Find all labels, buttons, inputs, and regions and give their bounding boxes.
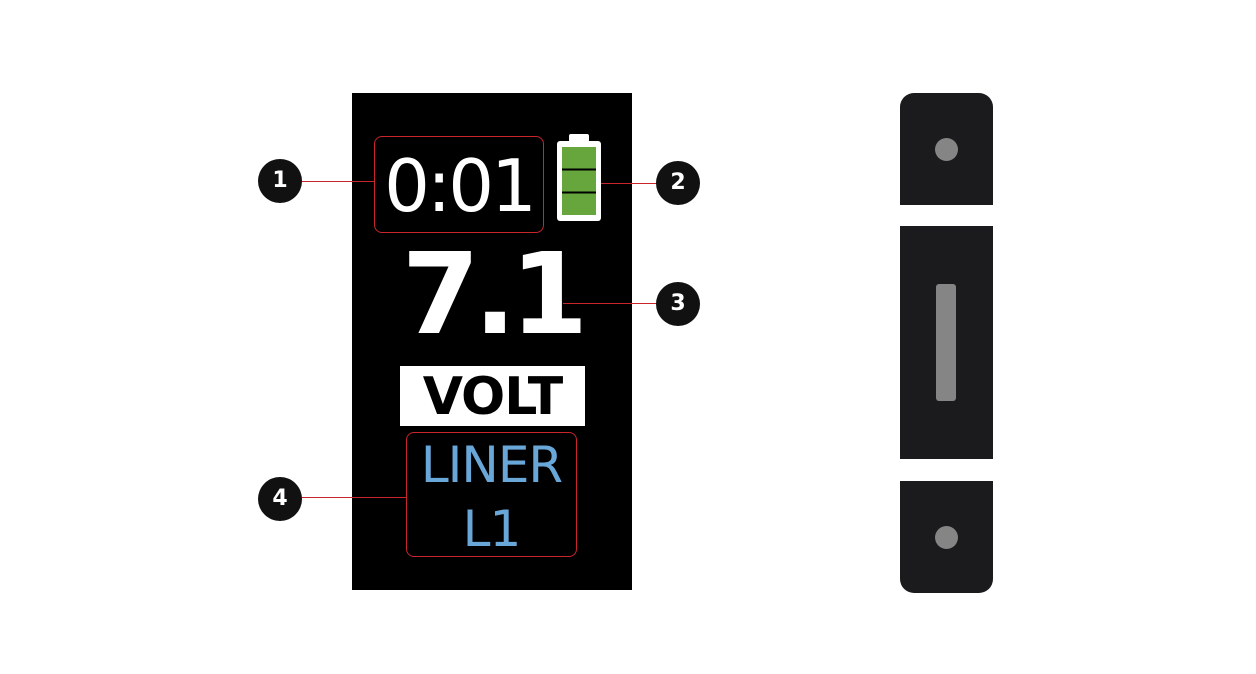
callout-3-leader <box>563 303 658 304</box>
callout-2-marker: 2 <box>656 161 700 205</box>
callout-1-marker: 1 <box>258 159 302 203</box>
callout-3-marker: 3 <box>656 282 700 326</box>
callout-4-marker: 4 <box>258 477 302 521</box>
top-button-dot <box>935 138 958 161</box>
mode-code: L1 <box>462 500 522 558</box>
callout-2-leader <box>601 183 658 184</box>
unit-label: VOLT <box>422 367 564 427</box>
battery-icon <box>557 134 601 221</box>
center-button-slot <box>936 284 956 401</box>
mode-name: LINER <box>420 436 563 494</box>
unit-badge <box>400 366 585 426</box>
timer-readout: 0:01 <box>384 144 537 228</box>
callout-4-leader <box>300 497 407 498</box>
bottom-button-dot <box>935 526 958 549</box>
callout-1-leader <box>300 181 375 182</box>
timer-highlight <box>374 136 544 233</box>
voltage-value: 7.1 <box>401 230 588 360</box>
mode-highlight <box>406 432 577 557</box>
